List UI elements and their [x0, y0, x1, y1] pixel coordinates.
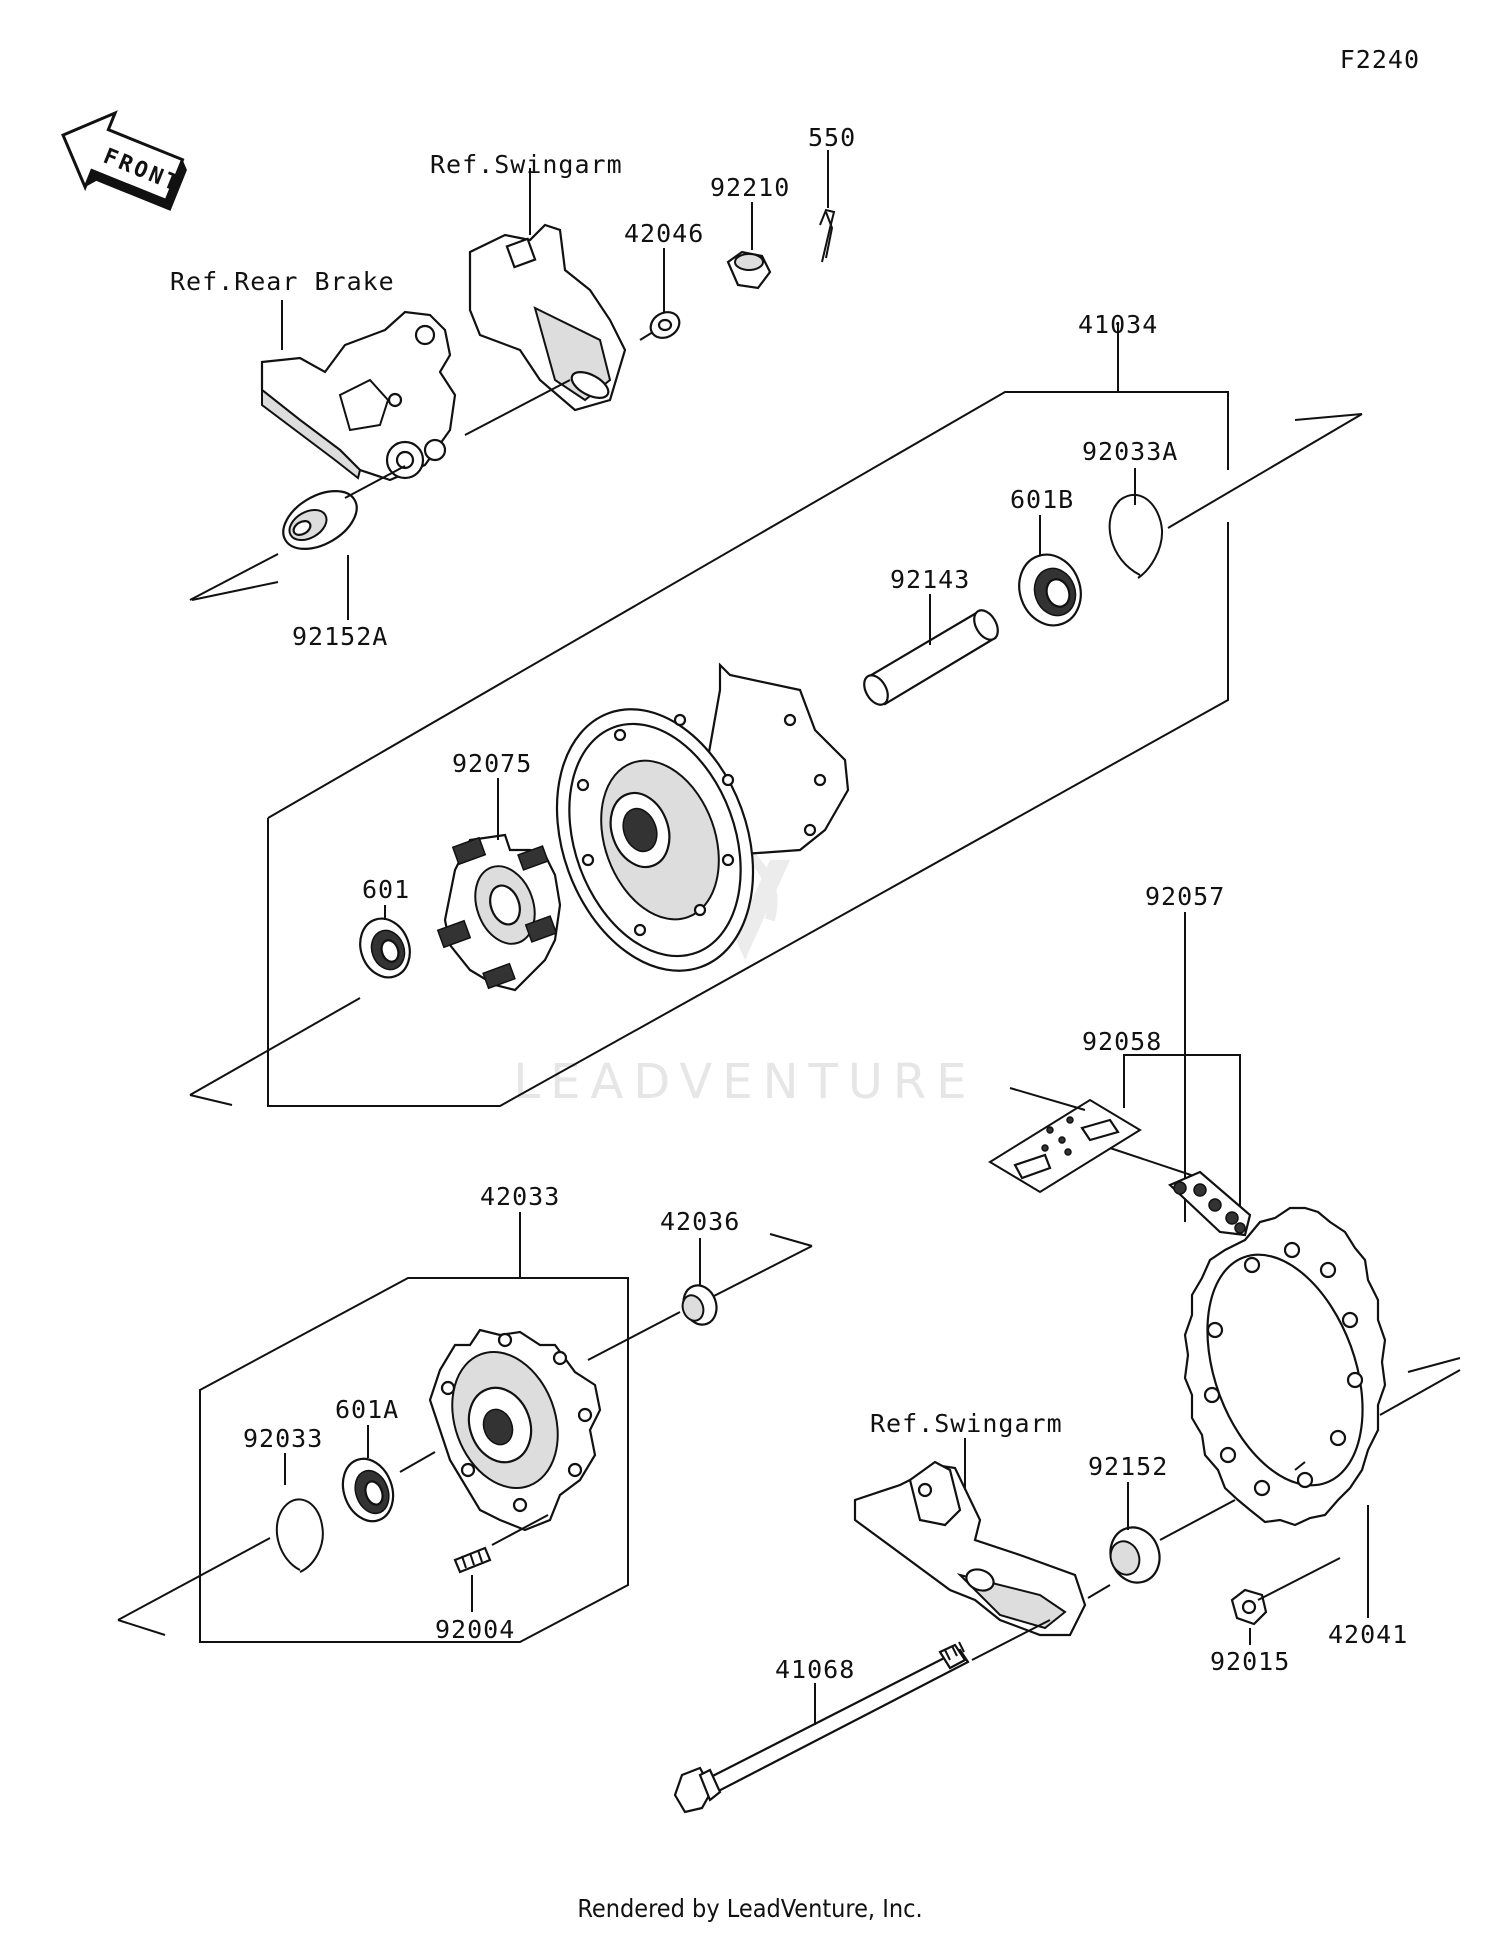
- coupling-42033: [428, 1328, 602, 1532]
- axis-line: [709, 1245, 813, 1299]
- stud-92004: [453, 1514, 549, 1574]
- label-92057[interactable]: 92057: [1145, 882, 1225, 911]
- label-92152[interactable]: 92152: [1088, 1452, 1168, 1481]
- label-92210[interactable]: 92210: [710, 173, 790, 202]
- axis-line: [1294, 1461, 1306, 1471]
- label-42041[interactable]: 42041: [1328, 1620, 1408, 1649]
- label-ref-swingarm-top[interactable]: Ref.Swingarm: [430, 150, 623, 179]
- label-92004[interactable]: 92004: [435, 1615, 515, 1644]
- label-92143[interactable]: 92143: [890, 565, 970, 594]
- bearing-601a: [341, 1457, 395, 1523]
- label-ref-swingarm-bottom[interactable]: Ref.Swingarm: [870, 1409, 1063, 1438]
- axis-line: [1167, 413, 1363, 529]
- axis-line: [639, 331, 654, 341]
- box-42033: [199, 1277, 629, 1643]
- label-601b[interactable]: 601B: [1010, 485, 1074, 514]
- label-41034[interactable]: 41034: [1078, 310, 1158, 339]
- washer-42046: [649, 311, 681, 339]
- label-92033[interactable]: 92033: [243, 1424, 323, 1453]
- collar-92152: [1109, 1526, 1161, 1584]
- label-92058[interactable]: 92058: [1082, 1027, 1162, 1056]
- label-ref-rear-brake[interactable]: Ref.Rear Brake: [170, 267, 395, 296]
- bearing-601: [359, 917, 411, 979]
- circlip-92033a: [1108, 493, 1164, 579]
- swingarm-bottom: [853, 1460, 1087, 1637]
- axis-line: [1087, 1584, 1111, 1599]
- axis-line: [344, 465, 406, 499]
- label-41068[interactable]: 41068: [775, 1655, 855, 1684]
- spacer-92143: [863, 609, 999, 706]
- watermark: LEADVENTURE: [513, 832, 976, 1110]
- axis-line: [399, 1451, 436, 1473]
- axis-line: [1379, 1369, 1461, 1416]
- label-42046[interactable]: 42046: [624, 219, 704, 248]
- label-92033a[interactable]: 92033A: [1082, 437, 1178, 466]
- nut-92210: [726, 250, 772, 290]
- axis-line: [971, 1619, 1051, 1661]
- axis-arrow: [1407, 1357, 1461, 1373]
- label-42036[interactable]: 42036: [660, 1207, 740, 1236]
- drive-chain-92057: [1168, 1170, 1252, 1237]
- axis-arrow: [191, 581, 279, 601]
- label-550[interactable]: 550: [808, 123, 856, 152]
- box-92057: [1123, 1054, 1241, 1210]
- axis-arrow: [769, 1233, 813, 1247]
- box-41034: [267, 391, 1229, 819]
- axis-line: [189, 997, 361, 1096]
- master-link-92058: [988, 1087, 1201, 1194]
- damper-92075: [436, 833, 562, 992]
- swingarm-top: [468, 223, 627, 412]
- axis-line: [587, 1311, 681, 1361]
- axis-line: [464, 379, 571, 436]
- axis-arrow: [117, 1619, 166, 1636]
- collar-92152a: [282, 490, 358, 550]
- circlip-92033: [275, 1498, 324, 1573]
- part-labels: Ref.Swingarm Ref.Rear Brake 42046 92210 …: [170, 123, 1408, 1684]
- axle-41068: [673, 1641, 970, 1814]
- watermark-text: LEADVENTURE: [513, 1054, 976, 1110]
- footer-credit: Rendered by LeadVenture, Inc.: [577, 1894, 923, 1923]
- label-601[interactable]: 601: [362, 875, 410, 904]
- rear-sprocket-42041: [1183, 1206, 1387, 1527]
- axis-arrow: [1294, 413, 1363, 421]
- axis-line: [189, 553, 279, 601]
- cotter-pin-550: [819, 208, 836, 263]
- diagram-code: F2240: [1340, 45, 1420, 74]
- label-42033[interactable]: 42033: [480, 1182, 560, 1211]
- rear-wheel-hub: [555, 662, 850, 972]
- nut-92015: [1230, 1557, 1341, 1626]
- box-41034: [267, 522, 1229, 1107]
- axis-line: [117, 1537, 271, 1621]
- rear-brake-bracket: [260, 310, 457, 482]
- front-arrow: FRONT: [61, 110, 187, 211]
- axis-line: [1159, 1499, 1236, 1541]
- label-92075[interactable]: 92075: [452, 749, 532, 778]
- axis-arrow: [189, 1094, 233, 1106]
- label-601a[interactable]: 601A: [335, 1395, 399, 1424]
- bearing-601b: [1018, 553, 1082, 627]
- label-92152a[interactable]: 92152A: [292, 622, 388, 651]
- label-92015[interactable]: 92015: [1210, 1647, 1290, 1676]
- collar-42036: [681, 1284, 718, 1326]
